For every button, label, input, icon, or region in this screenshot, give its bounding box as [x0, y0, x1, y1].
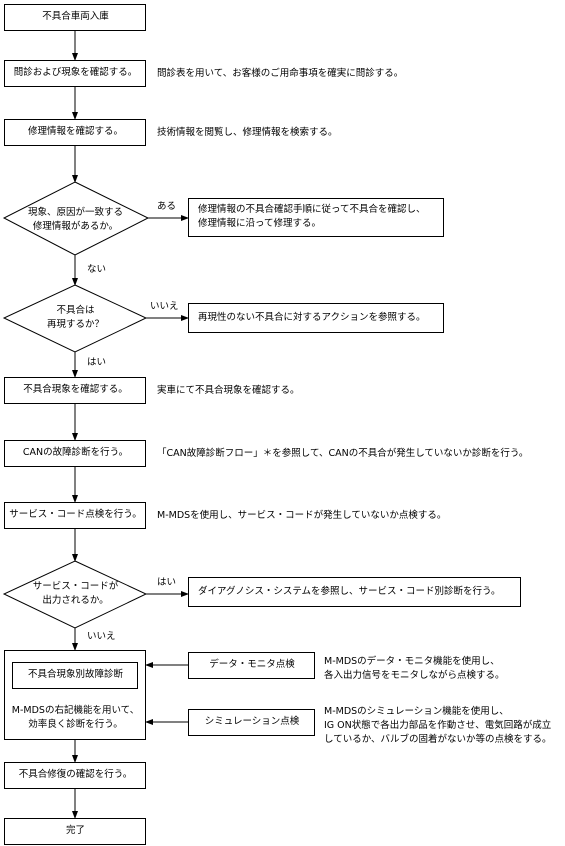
step3-label: 不具合現象を確認する。: [23, 384, 128, 395]
decision3-yes-box-text: ダイアグノシス・システムを参照し、サービス・コード別診断を行う。: [198, 586, 501, 597]
end-label: 完了: [65, 825, 85, 836]
decision1-line2: 修理情報があるか。: [32, 221, 119, 232]
data-monitor-note: M-MDSのデータ・モニタ機能を使用し、 各入出力信号をモニタしながら点検する。: [324, 656, 505, 681]
step5-note: M-MDSを使用し、サービス・コードが発生していないか点検する。: [157, 510, 447, 521]
decision1-yes-box-text: 修理情報の不具合確認手順に従って不具合を確認し、 修理情報に沿って修理する。: [198, 204, 426, 229]
decision1-no-label: ない: [87, 264, 107, 275]
step2-note: 技術情報を閲覧し、修理情報を検索する。: [157, 127, 338, 138]
decision3-line1: サービス・コードが: [32, 581, 119, 592]
start-box: [4, 4, 146, 31]
start-label: 不具合車両入庫: [42, 11, 109, 22]
decision2-no-label: いいえ: [150, 301, 179, 312]
symptom-text: M-MDSの右記機能を用いて、 効率良く診断を行う。: [11, 705, 140, 730]
step1-label: 問診および現象を確認する。: [13, 67, 138, 78]
decision3-yes-label: はい: [157, 577, 177, 588]
simulation-note: M-MDSのシミュレーション機能を使用し、 IG ON状態で各出力部品を作動させ…: [324, 706, 552, 745]
decision2-no-box-text: 再現性のない不具合に対するアクションを参照する。: [198, 312, 426, 323]
decision1-yes-label: ある: [157, 201, 177, 212]
step6-label: 不具合修復の確認を行う。: [18, 769, 133, 780]
step4-label: CANの故障診断を行う。: [22, 447, 129, 458]
data-monitor-label: データ・モニタ点検: [209, 659, 295, 670]
decision2-line2: 再現するか？: [46, 319, 104, 330]
simulation-label: シミュレーション点検: [204, 716, 300, 727]
step3-note: 実車にて不具合現象を確認する。: [157, 385, 300, 396]
decision3-no-label: いいえ: [87, 631, 116, 642]
symptom-inner-box: [12, 662, 138, 689]
symptom-inner-label: 不具合現象別故障診断: [27, 669, 123, 680]
decision2-yes-label: はい: [87, 357, 107, 368]
decision1-line1: 現象、原因が一致する: [27, 207, 123, 218]
simulation-box: [188, 709, 315, 736]
step5-label: サービス・コード点検を行う。: [9, 509, 142, 520]
decision2-line1: 不具合は: [56, 305, 95, 316]
decision3-line2: 出力されるか。: [42, 595, 109, 606]
step4-note: 「CAN故障診断フロー」＊を参照して、CANの不具合が発生していないか診断を行う…: [157, 448, 529, 459]
step2-label: 修理情報を確認する。: [27, 126, 123, 137]
step1-note: 問診表を用いて、お客様のご用命事項を確実に問診する。: [157, 68, 404, 79]
data-monitor-box: [188, 652, 315, 679]
